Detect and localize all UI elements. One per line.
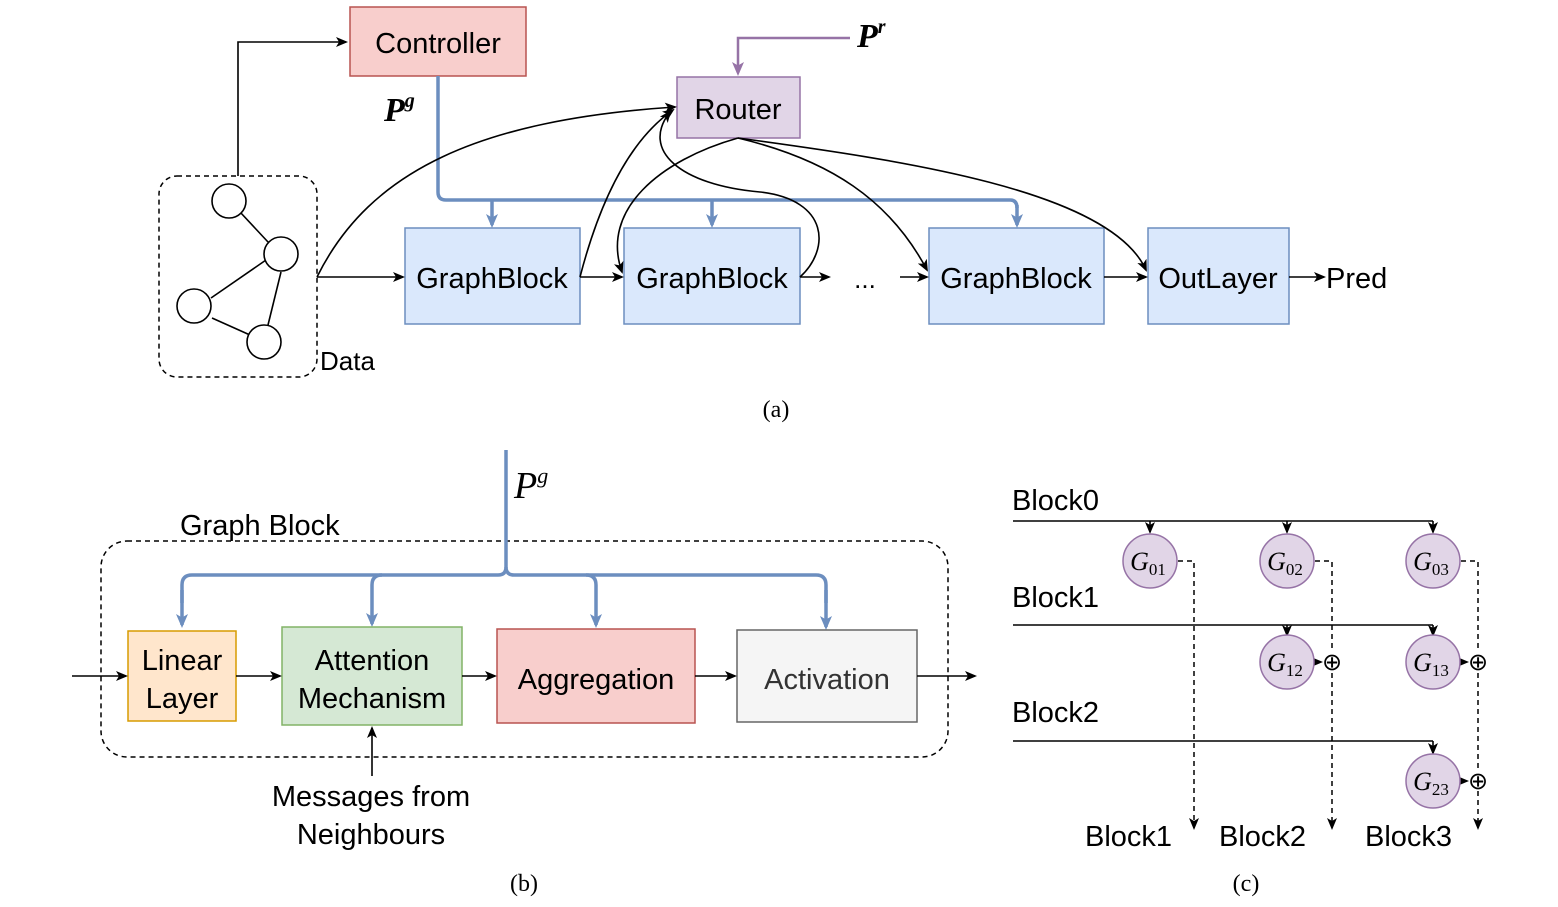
out-block1-label: Block1 — [1085, 821, 1172, 853]
graphblock-1-box — [404, 227, 581, 325]
gb2-to-router-curve — [659, 110, 820, 278]
data-label: Data — [320, 346, 375, 376]
activation-label: Activation — [764, 664, 890, 696]
gb1-to-router-curve — [579, 108, 675, 278]
g03-node — [1405, 533, 1461, 589]
controller-box — [349, 6, 527, 77]
caption-c: (c) — [1233, 871, 1260, 897]
g02-label: G02 — [1267, 547, 1303, 579]
oplus-block3a-icon: ⊕ — [1468, 649, 1488, 676]
pred-label: Pred — [1326, 263, 1387, 295]
controller-bus — [436, 76, 1019, 209]
g13-label: G13 — [1413, 648, 1449, 680]
g03-label: G03 — [1413, 547, 1449, 579]
g23-node — [1405, 753, 1461, 809]
graphblock-1-label: GraphBlock — [416, 263, 568, 295]
graphblock-3-label: GraphBlock — [940, 263, 1092, 295]
out-block3-label: Block3 — [1365, 821, 1452, 853]
g02-out-dashed — [1315, 560, 1333, 652]
graphblock-2-box — [623, 227, 801, 325]
pg-label-a: Pg — [383, 90, 415, 129]
data-graph-icon — [176, 183, 299, 360]
g13-node — [1405, 634, 1461, 690]
router-to-gb3-curve — [737, 137, 928, 272]
attention-box — [281, 626, 463, 726]
graph-block-title: Graph Block — [180, 510, 340, 542]
block2-label: Block2 — [1012, 697, 1099, 729]
caption-a: (a) — [763, 397, 790, 423]
g01-label: G01 — [1130, 547, 1166, 579]
g03-out-dashed — [1461, 560, 1479, 652]
pr-label: Pr — [856, 16, 886, 55]
g02-node — [1259, 533, 1315, 589]
ellipsis-label: ... — [854, 264, 876, 294]
out-block2-label: Block2 — [1219, 821, 1306, 853]
g01-node — [1122, 533, 1178, 589]
pg-to-attention — [366, 573, 383, 627]
aggregation-box — [496, 628, 696, 724]
caption-b: (b) — [510, 871, 538, 897]
pg-bus-right — [504, 566, 828, 603]
data-to-router-curve — [316, 102, 677, 278]
g12-label: G12 — [1267, 648, 1303, 680]
pg-to-aggregation — [585, 573, 602, 628]
router-to-outlayer-curve — [737, 137, 1147, 272]
activation-box — [736, 629, 918, 723]
aggregation-label: Aggregation — [518, 664, 674, 696]
router-label: Router — [694, 94, 781, 126]
linear-layer-box — [127, 630, 237, 722]
router-box — [676, 76, 801, 139]
oplus-block2-icon: ⊕ — [1322, 649, 1342, 676]
data-to-controller-arrow — [237, 37, 348, 176]
block1-label: Block1 — [1012, 582, 1099, 614]
graphblock-3-box — [928, 227, 1105, 325]
block0-label: Block0 — [1012, 485, 1099, 517]
panel-c: Block0 Block1 Block2 — [1012, 485, 1488, 897]
outlayer-label: OutLayer — [1158, 263, 1278, 295]
outlayer-box — [1147, 227, 1290, 325]
router-to-gb2-curve — [613, 137, 739, 274]
graphblock-2-label: GraphBlock — [636, 263, 788, 295]
oplus-block3b-icon: ⊕ — [1468, 768, 1488, 795]
graph-block-container — [100, 540, 949, 758]
pg-label-b: Pg — [513, 463, 548, 507]
g01-out-dashed — [1178, 560, 1199, 830]
pr-arrow — [732, 36, 850, 76]
g23-label: G23 — [1413, 767, 1449, 799]
g12-node — [1259, 634, 1315, 690]
controller-label: Controller — [375, 28, 501, 60]
panel-a: Data Controller Pg Pr Router GraphBlock … — [158, 6, 1387, 423]
